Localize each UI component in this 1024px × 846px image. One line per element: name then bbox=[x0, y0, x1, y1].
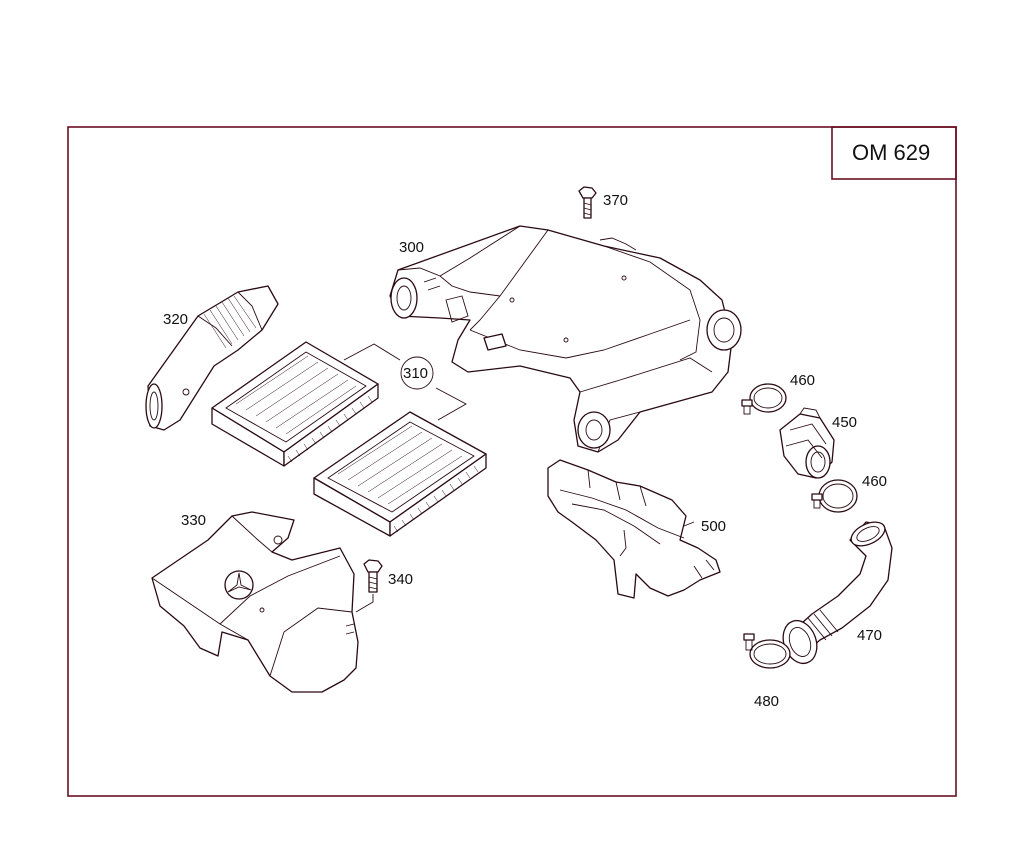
part-370-bolt bbox=[578, 186, 597, 219]
model-label-box bbox=[831, 126, 957, 180]
callout-320: 320 bbox=[163, 311, 188, 328]
callout-450: 450 bbox=[832, 414, 857, 431]
callout-300: 300 bbox=[399, 239, 424, 256]
callout-460-upper: 460 bbox=[790, 372, 815, 389]
part-310-filter-element-right bbox=[313, 411, 487, 537]
callout-310: 310 bbox=[403, 365, 428, 382]
callout-470: 470 bbox=[857, 627, 882, 644]
part-330-engine-cover bbox=[151, 511, 359, 693]
part-310-filter-element-left bbox=[211, 341, 379, 467]
part-480-hose-clamp bbox=[743, 633, 791, 669]
diagram-frame bbox=[67, 126, 957, 797]
part-500-heat-shield bbox=[547, 459, 721, 599]
part-460-hose-clamp-lower bbox=[811, 479, 858, 513]
part-450-air-mass-sensor bbox=[779, 407, 835, 479]
model-label: OM 629 bbox=[852, 140, 930, 165]
part-460-hose-clamp-upper bbox=[741, 383, 787, 415]
part-470-intake-hose bbox=[782, 521, 893, 665]
callout-480: 480 bbox=[754, 693, 779, 710]
part-300-air-filter-housing bbox=[389, 225, 742, 453]
callout-370: 370 bbox=[603, 192, 628, 209]
part-340-bolt bbox=[355, 559, 383, 613]
callout-310-bracket bbox=[343, 343, 467, 421]
callout-330: 330 bbox=[181, 512, 206, 529]
callout-460-lower: 460 bbox=[862, 473, 887, 490]
callout-340: 340 bbox=[388, 571, 413, 588]
callout-500: 500 bbox=[701, 518, 726, 535]
part-320-intake-duct bbox=[145, 285, 279, 431]
